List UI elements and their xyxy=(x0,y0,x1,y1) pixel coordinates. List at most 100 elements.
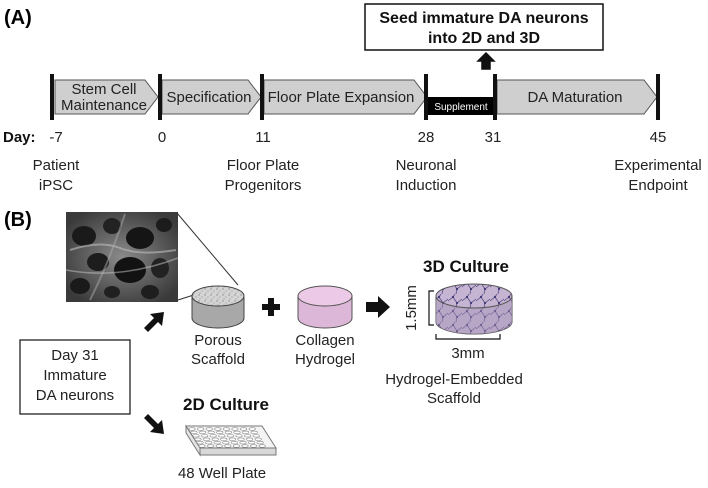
culture-3d-title: 3D Culture xyxy=(423,257,509,276)
well xyxy=(199,430,207,435)
well xyxy=(239,441,247,445)
well xyxy=(205,427,213,431)
well xyxy=(215,444,223,448)
timeline: Stem Cell Maintenance Specification Floo… xyxy=(50,74,660,120)
stage-supplement-label: Supplement xyxy=(434,102,488,113)
well xyxy=(196,441,204,445)
well xyxy=(242,430,250,435)
well xyxy=(231,427,239,431)
milestone-endpoint-line1: Experimental xyxy=(614,157,702,174)
well xyxy=(228,437,236,441)
well xyxy=(222,427,230,431)
well xyxy=(237,437,245,441)
well xyxy=(214,427,222,431)
well xyxy=(254,437,262,441)
collagen-hydrogel-disc xyxy=(297,285,353,329)
well xyxy=(194,437,202,441)
well xyxy=(230,441,238,445)
well xyxy=(248,427,256,431)
milestone-floor-plate-line1: Floor Plate xyxy=(227,157,300,174)
well-grid xyxy=(188,427,266,448)
porous-scaffold-line1: Porous xyxy=(194,332,242,349)
seed-callout: Seed immature DA neurons into 2D and 3D xyxy=(364,3,604,51)
well xyxy=(233,430,241,435)
porous-scaffold-disc xyxy=(191,285,245,329)
culture-3d-caption-line2: Scaffold xyxy=(427,390,481,407)
day31-line3: DA neurons xyxy=(36,387,114,404)
day31-line1: Day 31 xyxy=(51,347,99,364)
stage-specification-label: Specification xyxy=(166,89,251,106)
milestone-neuronal-line2: Induction xyxy=(396,177,457,194)
well xyxy=(244,434,252,438)
well xyxy=(197,427,205,431)
height-bracket xyxy=(428,290,434,326)
right-arrow-icon xyxy=(366,296,390,318)
arrow-down-right-icon xyxy=(144,414,164,434)
well xyxy=(241,444,249,448)
day-marker xyxy=(158,74,162,120)
day-axis-label: Day: xyxy=(3,129,36,146)
well xyxy=(240,427,248,431)
well xyxy=(207,430,215,435)
well xyxy=(258,444,266,448)
stage-da-maturation-label: DA Maturation xyxy=(527,89,622,106)
culture-3d-height: 1.5mm xyxy=(403,285,420,331)
well xyxy=(207,444,215,448)
day-value: 28 xyxy=(418,129,435,146)
well xyxy=(224,444,232,448)
milestone-patient-line2: iPSC xyxy=(39,177,73,194)
stage-stem-cell-line1: Stem Cell xyxy=(71,81,136,98)
panel-a-label: (A) xyxy=(4,7,32,29)
well xyxy=(250,444,258,448)
day31-box: Day 31 Immature DA neurons xyxy=(19,339,131,415)
day-value: 45 xyxy=(650,129,667,146)
well-plate-label: 48 Well Plate xyxy=(178,465,266,482)
day31-line2: Immature xyxy=(43,367,106,384)
well xyxy=(222,441,230,445)
culture-2d-title: 2D Culture xyxy=(183,395,269,414)
day-value: 11 xyxy=(255,129,271,146)
day-value: 31 xyxy=(485,129,502,146)
collagen-hydrogel-line2: Hydrogel xyxy=(295,351,355,368)
culture-3d-width: 3mm xyxy=(451,345,484,362)
stage-floor-plate-label: Floor Plate Expansion xyxy=(268,89,415,106)
well xyxy=(220,437,228,441)
well xyxy=(203,437,211,441)
well xyxy=(209,434,217,438)
sem-micrograph xyxy=(65,212,179,302)
day-value: 0 xyxy=(158,129,166,146)
well xyxy=(250,430,258,435)
milestone-patient-line1: Patient xyxy=(33,157,81,174)
well xyxy=(190,430,198,435)
zoom-line xyxy=(176,212,239,286)
day-marker xyxy=(50,74,54,120)
well xyxy=(198,444,206,448)
well xyxy=(205,441,213,445)
well xyxy=(256,441,264,445)
well xyxy=(188,427,196,431)
day-marker xyxy=(656,74,660,120)
well xyxy=(248,441,256,445)
porous-scaffold-line2: Scaffold xyxy=(191,351,245,368)
seed-callout-line1: Seed immature DA neurons xyxy=(379,10,588,27)
well xyxy=(235,434,243,438)
well xyxy=(232,444,240,448)
day-marker xyxy=(493,74,497,120)
stage-stem-cell-line2: Maintenance xyxy=(61,97,147,114)
well xyxy=(218,434,226,438)
day-marker xyxy=(260,74,264,120)
width-bracket xyxy=(435,334,501,340)
collagen-hydrogel-line1: Collagen xyxy=(295,332,354,349)
milestone-neuronal-line1: Neuronal xyxy=(396,157,457,174)
stage-stem-cell-arrow xyxy=(54,79,159,115)
well xyxy=(216,430,224,435)
milestone-floor-plate-line2: Progenitors xyxy=(225,177,302,194)
well xyxy=(226,434,234,438)
well xyxy=(252,434,260,438)
up-arrow-icon xyxy=(476,51,496,70)
day-marker xyxy=(424,74,428,120)
panel-b-label: (B) xyxy=(4,209,32,231)
well xyxy=(246,437,254,441)
culture-3d-disc xyxy=(435,283,513,335)
